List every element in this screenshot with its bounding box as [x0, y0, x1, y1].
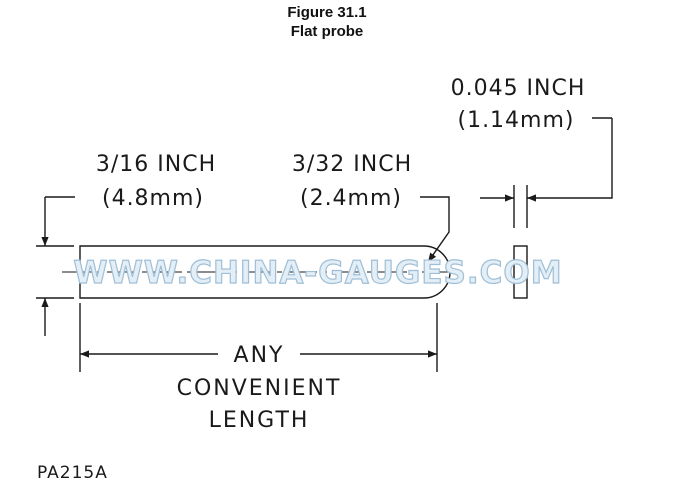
- width-label: 3/16 INCH: [96, 152, 216, 177]
- radius-metric-label: (2.4mm): [300, 186, 402, 211]
- figure-caption: Flat probe: [290, 23, 364, 40]
- width-metric-label: (4.8mm): [102, 186, 204, 211]
- radius-leader: [420, 196, 450, 263]
- probe-body-outline: [79, 245, 451, 299]
- thickness-arrow-right: [527, 118, 613, 202]
- figure-number: Figure 31.1: [287, 4, 367, 21]
- length-label-line1: ANY: [234, 343, 285, 368]
- length-label-line2: CONVENIENT: [177, 376, 342, 401]
- thickness-label: 0.045 INCH: [451, 76, 586, 101]
- thickness-metric-label: (1.14mm): [457, 108, 574, 133]
- watermark: WWW.CHINA-GAUGES.COM: [73, 255, 562, 291]
- radius-label: 3/32 INCH: [292, 152, 412, 177]
- drawing-code: PA215A: [37, 463, 108, 483]
- probe-end-section: [513, 245, 528, 299]
- length-label-line3: LENGTH: [209, 408, 310, 433]
